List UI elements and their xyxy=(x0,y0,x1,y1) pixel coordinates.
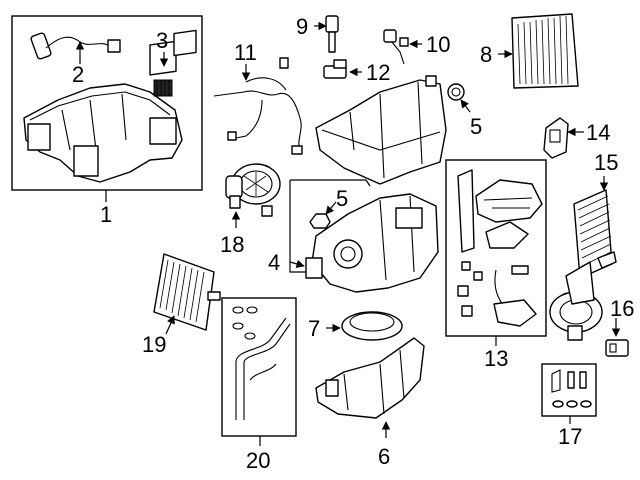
sensor-part-9[interactable] xyxy=(325,15,339,53)
callout-8: 8 xyxy=(480,42,492,67)
heater-pipes-part-20[interactable] xyxy=(232,306,291,420)
sensor-part-10[interactable] xyxy=(383,29,409,65)
group-box-20 xyxy=(221,297,297,437)
duct-assembly-part-1[interactable] xyxy=(23,83,183,183)
seal-part-7[interactable] xyxy=(341,311,403,341)
harness-part-11[interactable] xyxy=(213,57,303,155)
hvac-housing-upper[interactable] xyxy=(315,75,447,185)
lower-duct-part-6[interactable] xyxy=(315,337,425,419)
callout-5-top: 5 xyxy=(470,114,482,139)
callout-18: 18 xyxy=(220,232,244,257)
callout-19: 19 xyxy=(142,332,166,357)
callout-1: 1 xyxy=(100,202,112,227)
callout-17: 17 xyxy=(558,424,582,449)
grommet-part-5-top[interactable] xyxy=(447,83,465,101)
callout-20: 20 xyxy=(246,448,270,473)
door-kit-part-13[interactable] xyxy=(457,169,543,327)
callout-14: 14 xyxy=(586,120,610,145)
callout-4: 4 xyxy=(268,250,280,275)
callout-7: 7 xyxy=(308,316,320,341)
callout-9: 9 xyxy=(296,14,308,39)
heater-housing-part-15-base[interactable] xyxy=(549,261,603,341)
hvac-housing-lower-part-4[interactable] xyxy=(305,193,439,293)
leader-5-top xyxy=(460,99,471,113)
group-box-1 xyxy=(11,15,203,191)
heater-core-part-15[interactable] xyxy=(573,189,617,279)
resistor-part-3[interactable] xyxy=(149,29,197,97)
blower-motor-part-18[interactable] xyxy=(225,163,281,217)
grommet-part-5-lower[interactable] xyxy=(309,213,331,229)
callout-11: 11 xyxy=(234,40,257,65)
connector-part-12[interactable] xyxy=(323,59,347,79)
leader-19 xyxy=(165,315,175,335)
wiring-part-2[interactable] xyxy=(30,32,121,60)
evaporator-part-19[interactable] xyxy=(153,253,221,331)
hardware-part-17[interactable] xyxy=(551,369,592,408)
callout-2: 2 xyxy=(72,62,84,87)
callout-12: 12 xyxy=(366,60,390,85)
callout-13: 13 xyxy=(484,346,508,371)
callout-15: 15 xyxy=(594,150,618,175)
callout-6: 6 xyxy=(378,444,390,469)
callout-16: 16 xyxy=(610,296,634,321)
group-box-17 xyxy=(541,363,597,417)
leader-4 xyxy=(289,259,305,268)
cabin-filter-part-8[interactable] xyxy=(511,13,579,89)
leader-5-lower xyxy=(325,201,337,215)
callout-5-lower: 5 xyxy=(336,186,348,211)
callout-10: 10 xyxy=(426,32,450,57)
actuator-part-14[interactable] xyxy=(543,117,569,159)
callout-3: 3 xyxy=(156,28,168,53)
sensor-part-16[interactable] xyxy=(605,339,629,357)
